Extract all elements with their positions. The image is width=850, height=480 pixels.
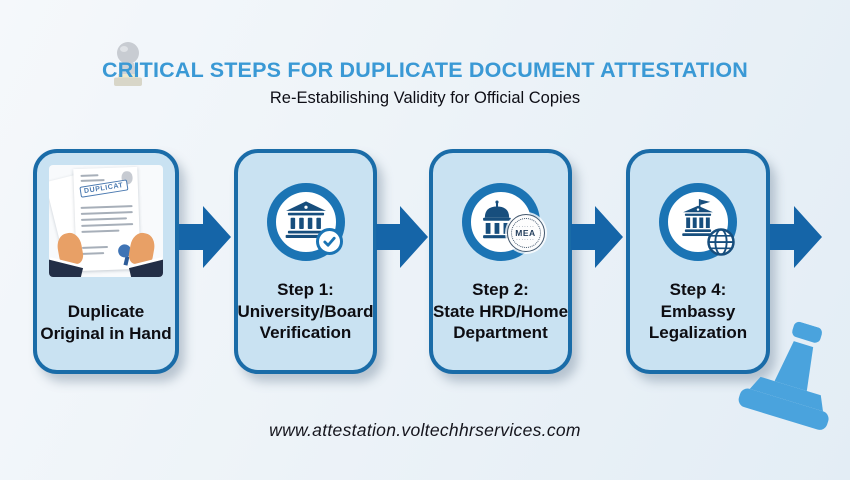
step-label: Duplicate Original in Hand <box>40 302 172 343</box>
university-verified-icon <box>266 183 345 261</box>
document-in-hands-illustration: DUPLICAT <box>49 165 163 277</box>
flow-arrow-right-icon <box>376 202 428 272</box>
step-label: Step 1: University/Board Verification <box>237 280 374 342</box>
step-card-duplicate-original: DUPLICAT <box>33 149 179 374</box>
globe-icon <box>706 227 736 257</box>
step-label: Step 2: State HRD/Home Department <box>432 280 569 342</box>
rubber-stamp-icon <box>716 308 850 463</box>
check-circle-icon <box>315 228 343 255</box>
stamp-handle-icon <box>106 40 150 88</box>
step-label: Step 4: Embassy Legalization <box>648 280 748 342</box>
duplicate-stamp-label: DUPLICAT <box>79 179 129 198</box>
step-card-state-hrd: ······· MEA ······· Step 2: State HRD/Ho… <box>429 149 572 374</box>
mea-seal-icon: ······· MEA ······· <box>506 214 545 252</box>
page-subtitle: Re-Estabilishing Validity for Official C… <box>269 89 581 107</box>
embassy-building-icon <box>659 183 737 261</box>
website-url: www.attestation.voltechhrservices.com <box>269 420 581 440</box>
flow-arrow-right-icon <box>770 202 822 272</box>
step-card-university-verification: Step 1: University/Board Verification <box>234 149 377 374</box>
step-card-embassy-legalization: Step 4: Embassy Legalization <box>626 149 770 374</box>
government-building-icon: ······· MEA ······· <box>461 183 545 261</box>
flow-arrow-right-icon <box>571 202 623 272</box>
page-title: CRITICAL STEPS FOR DUPLICATE DOCUMENT AT… <box>101 58 749 82</box>
flow-arrow-right-icon <box>179 202 231 272</box>
paper-text-lines <box>73 167 137 255</box>
